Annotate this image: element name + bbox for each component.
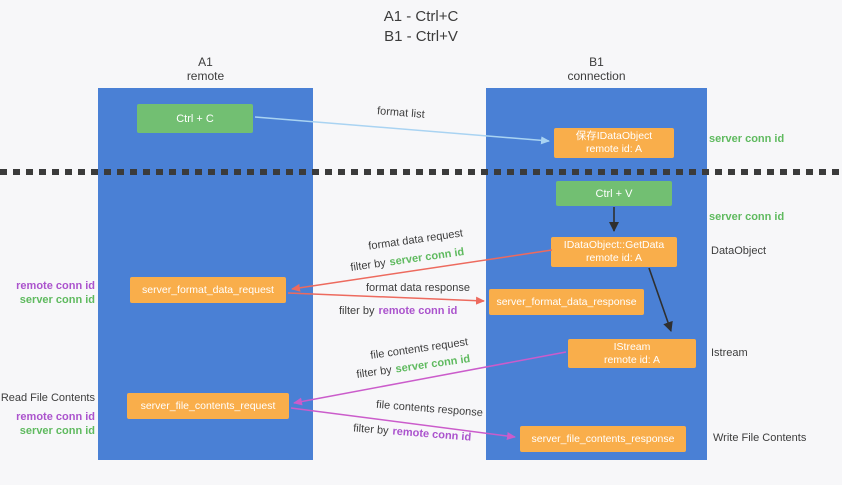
phase-separator-dotted-line xyxy=(0,169,842,175)
node-idataobject-getdata-line1: IDataObject::GetData xyxy=(563,239,665,251)
column-a1-role: remote xyxy=(186,69,225,83)
node-idataobject-getdata-line2: remote id: A xyxy=(585,252,643,264)
node-istream-line1: IStream xyxy=(613,340,651,353)
label-server-conn-id-mid-right: server conn id xyxy=(709,211,785,223)
label-read-file-contents: Read File Contents xyxy=(0,392,95,404)
node-ctrl-c-label: Ctrl + C xyxy=(176,112,214,125)
node-server-format-data-request-label: server_format_data_request xyxy=(142,283,274,296)
label-istream: Istream xyxy=(711,347,748,359)
node-server-format-data-request: server_format_data_request xyxy=(130,277,286,303)
left-conn-id-group-format: remote conn id server conn id xyxy=(5,279,95,307)
node-ctrl-v-label: Ctrl + V xyxy=(595,187,633,200)
label-format-list: format list xyxy=(376,105,426,121)
node-save-idataobject-line1: 保存IDataObject xyxy=(575,130,653,142)
node-save-idataobject: 保存IDataObject remote id: A xyxy=(554,128,674,158)
column-b1-name: B1 xyxy=(589,55,604,69)
node-server-file-contents-request-label: server_file_contents_request xyxy=(140,399,276,412)
column-a1-name: A1 xyxy=(198,55,213,69)
remote-conn-id-text: remote conn id xyxy=(378,305,458,317)
node-server-format-data-response: server_format_data_response xyxy=(489,289,644,315)
arrow-format-data-response xyxy=(287,292,485,305)
label-server-conn-id-left-1: server conn id xyxy=(19,294,95,306)
filter-by-text: filter by xyxy=(349,257,387,274)
label-file-contents-response: file contents response xyxy=(375,398,484,420)
node-idataobject-getdata: IDataObject::GetData remote id: A xyxy=(551,237,677,267)
column-header-b1: B1 connection xyxy=(486,55,707,83)
node-server-format-data-response-label: server_format_data_response xyxy=(496,295,637,308)
node-server-file-contents-response-label: server_file_contents_response xyxy=(531,432,675,445)
node-ctrl-v: Ctrl + V xyxy=(556,181,672,206)
label-remote-conn-id-left-1: remote conn id xyxy=(16,280,95,292)
filter-by-text: filter by xyxy=(355,364,393,381)
label-remote-conn-id-left-2: remote conn id xyxy=(16,411,95,423)
label-dataobject: DataObject xyxy=(711,245,767,257)
filter-by-text: filter by xyxy=(339,305,375,317)
left-conn-id-group-file: remote conn id server conn id xyxy=(5,410,95,438)
column-header-a1: A1 remote xyxy=(98,55,313,83)
node-istream: IStream remote id: A xyxy=(568,339,696,368)
server-conn-id-text: server conn id xyxy=(388,246,465,269)
label-server-conn-id-left-2: server conn id xyxy=(19,425,95,437)
node-server-file-contents-request: server_file_contents_request xyxy=(127,393,289,419)
node-server-file-contents-response: server_file_contents_response xyxy=(520,426,686,452)
label-format-data-response: format data response xyxy=(366,282,470,294)
remote-conn-id-text: remote conn id xyxy=(392,425,472,444)
label-write-file-contents: Write File Contents xyxy=(713,432,807,444)
column-b1-role: connection xyxy=(567,69,626,83)
label-server-conn-id-top-right: server conn id xyxy=(709,133,785,145)
filter-by-text: filter by xyxy=(352,422,390,438)
node-save-idataobject-line2: remote id: A xyxy=(585,143,643,155)
diagram-title: A1 - Ctrl+C B1 - Ctrl+V xyxy=(0,7,842,47)
node-ctrl-c: Ctrl + C xyxy=(137,104,253,133)
title-line-1: A1 - Ctrl+C xyxy=(383,8,459,25)
node-istream-line2: remote id: A xyxy=(603,353,661,366)
title-line-2: B1 - Ctrl+V xyxy=(384,28,458,45)
